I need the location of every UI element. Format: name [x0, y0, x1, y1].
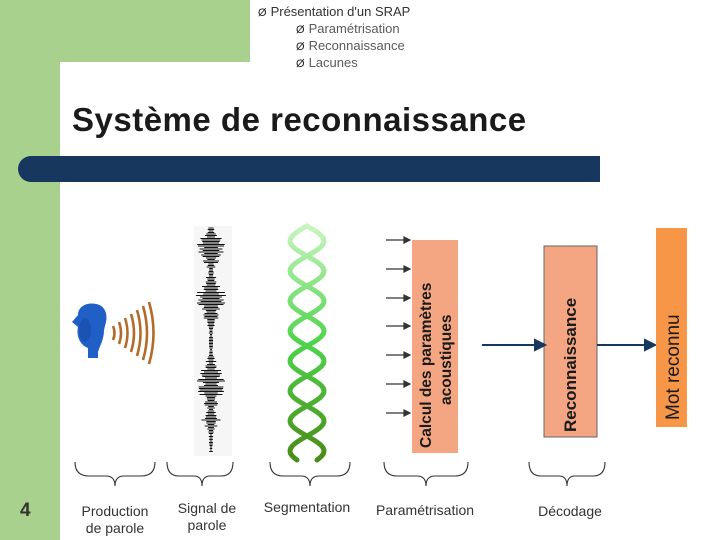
bullet-arrow-icon: Ø: [296, 24, 305, 36]
acoustic-parameters-label-2: acoustiques: [438, 315, 455, 405]
bullet-arrow-icon: Ø: [296, 41, 305, 53]
label-signal: Signal de parole: [177, 500, 237, 533]
label-segmentation: Segmentation: [263, 499, 351, 515]
green-sidebar: [0, 0, 60, 540]
recognition-label: Reconnaissance: [561, 298, 580, 432]
helix-strand: [287, 223, 327, 463]
bullet-arrow-icon: Ø: [258, 7, 267, 19]
speaker-head-icon: [72, 303, 107, 358]
section-braces: [74, 461, 606, 487]
green-header-band: [0, 0, 250, 62]
helix-strand: [287, 223, 327, 463]
slide-number: 4: [20, 500, 31, 521]
bullet-arrow-icon: Ø: [296, 58, 305, 70]
recognition-box: [543, 245, 598, 438]
title-underline-bar: [18, 156, 600, 182]
acoustic-parameters-label-1: Calcul des paramètres: [418, 283, 435, 448]
slide-title: Système de reconnaissance: [72, 101, 527, 138]
flow-arrows: [482, 338, 658, 352]
label-parametrisation: Paramétrisation: [375, 502, 475, 518]
label-decoding: Décodage: [538, 503, 602, 519]
recognized-word-label: Mot reconnu: [663, 314, 684, 420]
sound-waves-icon: [111, 301, 155, 365]
speech-waveform: [196, 227, 226, 452]
content-panel: [60, 62, 720, 540]
recognized-word-box: [656, 228, 687, 427]
label-production: Production de parole: [81, 503, 149, 536]
parameter-arrows: [386, 236, 412, 417]
segmentation-helix: [287, 223, 327, 463]
acoustic-parameters-box: [412, 240, 458, 453]
